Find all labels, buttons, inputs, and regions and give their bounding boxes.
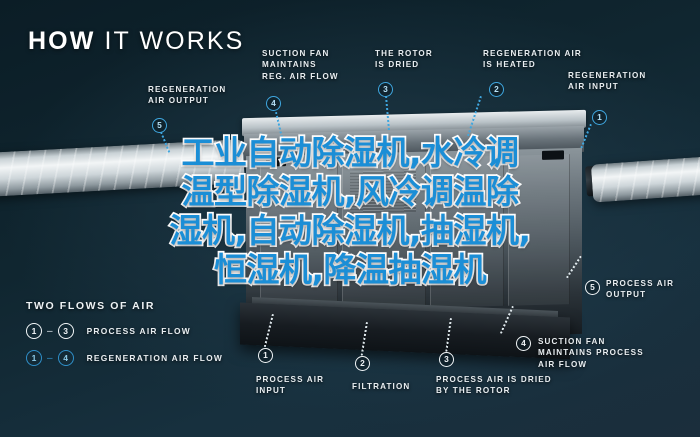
machine-panel-1 — [260, 159, 338, 312]
label-suction-fan-process: SUCTION FAN MAINTAINS PROCESS AIR FLOW — [538, 337, 644, 369]
legend-label-regeneration-air-flow: REGENERATION AIR FLOW — [86, 353, 224, 363]
marker-4-suction-fan-process[interactable]: 4 — [516, 336, 531, 351]
marker-1-regeneration-input[interactable]: 1 — [592, 110, 607, 125]
label-regeneration-air-output: REGENERATION AIR OUTPUT — [148, 85, 227, 106]
page-title: HOW IT WORKS — [28, 27, 244, 56]
marker-2-filtration[interactable]: 2 — [355, 356, 370, 371]
legend-circle-to-4: 4 — [57, 350, 74, 366]
legend-dash-regeneration: – — [47, 352, 53, 364]
machine-slot-left — [266, 157, 286, 167]
dehumidifier-unit — [236, 104, 592, 360]
machine-panel-3 — [430, 155, 504, 308]
legend-title: TWO FLOWS OF AIR — [26, 300, 156, 312]
marker-3-rotor-dried[interactable]: 3 — [378, 82, 393, 97]
label-rotor-is-dried: THE ROTOR IS DRIED — [375, 49, 433, 70]
marker-1-process-input[interactable]: 1 — [258, 348, 273, 363]
marker-2-regeneration-heated[interactable]: 2 — [489, 82, 504, 97]
legend: TWO FLOWS OF AIR 1 – 3 PROCESS AIR FLOW … — [26, 300, 223, 366]
machine-slot-right — [542, 150, 564, 160]
page-title-bold: HOW — [28, 27, 96, 55]
label-regeneration-air-input: REGENERATION AIR INPUT — [568, 71, 647, 92]
label-regeneration-air-heated: REGENERATION AIR IS HEATED — [483, 49, 582, 70]
legend-row-regeneration-air: 1 – 4 REGENERATION AIR FLOW — [26, 350, 223, 366]
legend-label-process-air-flow: PROCESS AIR FLOW — [86, 326, 191, 336]
legend-pair-regeneration: 1 – 4 — [26, 350, 74, 366]
machine-panel-4 — [508, 154, 570, 306]
legend-circle-from-1: 1 — [26, 323, 42, 339]
legend-pair-process: 1 – 3 — [26, 323, 74, 339]
marker-5-regeneration-output[interactable]: 5 — [152, 118, 167, 133]
marker-4-suction-fan-regeneration[interactable]: 4 — [266, 96, 281, 111]
legend-dash-process: – — [47, 325, 53, 337]
label-process-air-output: PROCESS AIR OUTPUT — [606, 279, 675, 300]
legend-row-process-air: 1 – 3 PROCESS AIR FLOW — [26, 323, 223, 339]
label-filtration: FILTRATION — [352, 382, 411, 391]
label-suction-fan-regeneration: SUCTION FAN MAINTAINS REG. AIR FLOW — [262, 49, 339, 81]
label-process-air-input: PROCESS AIR INPUT — [256, 375, 325, 396]
right-spiral-duct — [590, 155, 700, 203]
marker-5-process-output[interactable]: 5 — [585, 280, 600, 295]
page-title-light: IT WORKS — [104, 27, 245, 55]
label-process-air-dried: PROCESS AIR IS DRIED BY THE ROTOR — [436, 375, 552, 396]
legend-circle-to-3: 3 — [57, 323, 74, 339]
marker-3-process-dried[interactable]: 3 — [439, 352, 454, 367]
legend-circle-from-1-blue: 1 — [26, 350, 42, 366]
left-spiral-duct — [0, 139, 245, 197]
machine-vent-grille — [350, 169, 416, 214]
